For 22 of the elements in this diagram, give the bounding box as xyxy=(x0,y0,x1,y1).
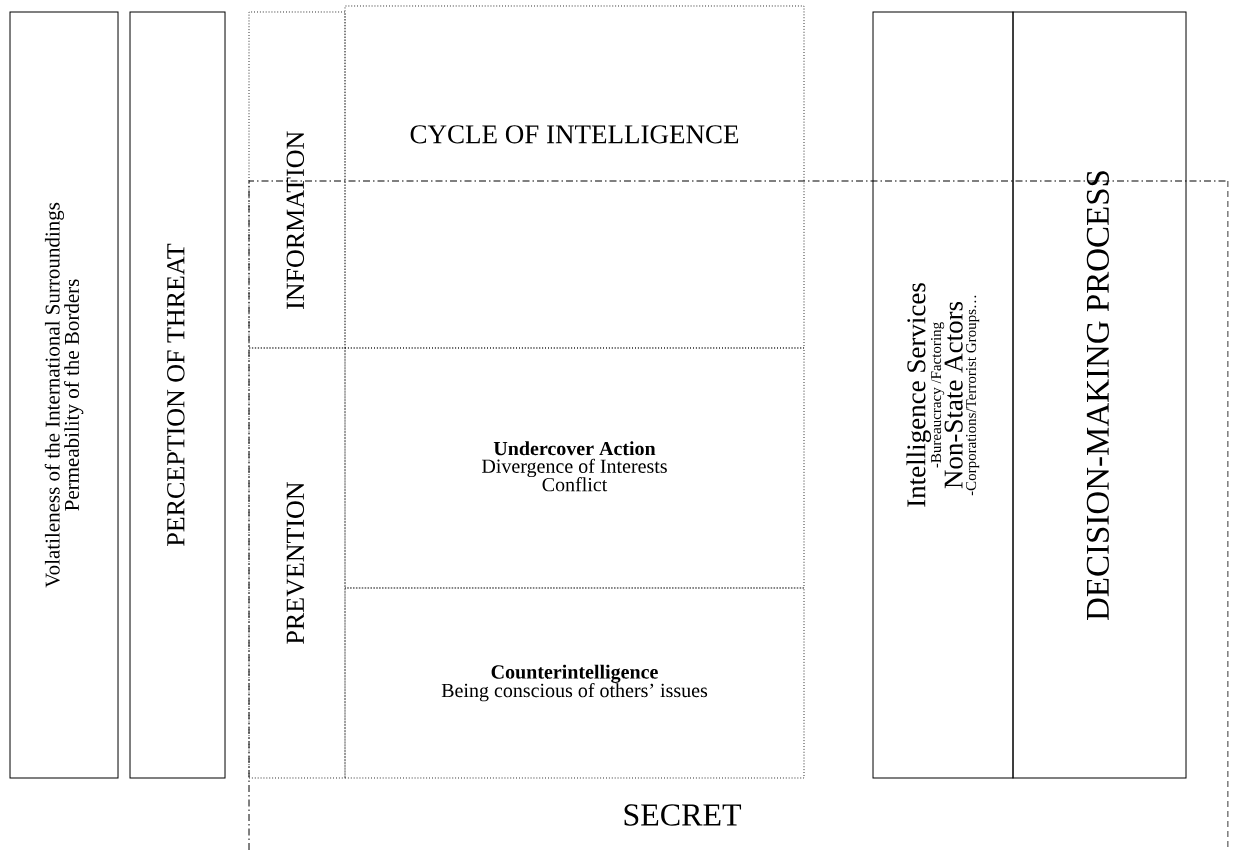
node-label: Intelligence Services xyxy=(906,283,932,507)
section-label: Counterintelligence Being conscious of others’ issues xyxy=(441,664,708,702)
text-column xyxy=(129,11,226,779)
rotated-label: DECISION-MAKING PROCESS xyxy=(1086,171,1109,620)
rotated-label: PREVENTION xyxy=(286,482,305,644)
rotated-label: Volatileness of the International Surroundings Permeability of the Borders xyxy=(44,202,84,588)
text-column xyxy=(9,11,119,779)
text-column xyxy=(872,11,1014,779)
rotated-label: Intelligence Services -Bureaucracy /Factoring Non-State Actors -Corporations/Terrorist Groups… xyxy=(906,283,980,507)
text-column xyxy=(1012,11,1187,779)
rotated-label: PERCEPTION OF THREAT xyxy=(167,243,185,546)
node-label: -Bureaucracy /Factoring xyxy=(931,322,945,468)
section-label: CYCLE OF INTELLIGENCE xyxy=(410,125,739,144)
section-box xyxy=(344,5,805,349)
section-box xyxy=(248,347,346,779)
section-box xyxy=(344,347,805,589)
rotated-label: INFORMATION xyxy=(286,131,305,309)
section-box xyxy=(344,587,805,779)
node-label: Non-State Actors xyxy=(944,301,963,489)
section-box xyxy=(248,11,346,349)
section-label: Undercover Action Divergence of Interests Conflict xyxy=(482,441,667,492)
node-label: -Corporations/Terrorist Groups… xyxy=(966,295,980,496)
